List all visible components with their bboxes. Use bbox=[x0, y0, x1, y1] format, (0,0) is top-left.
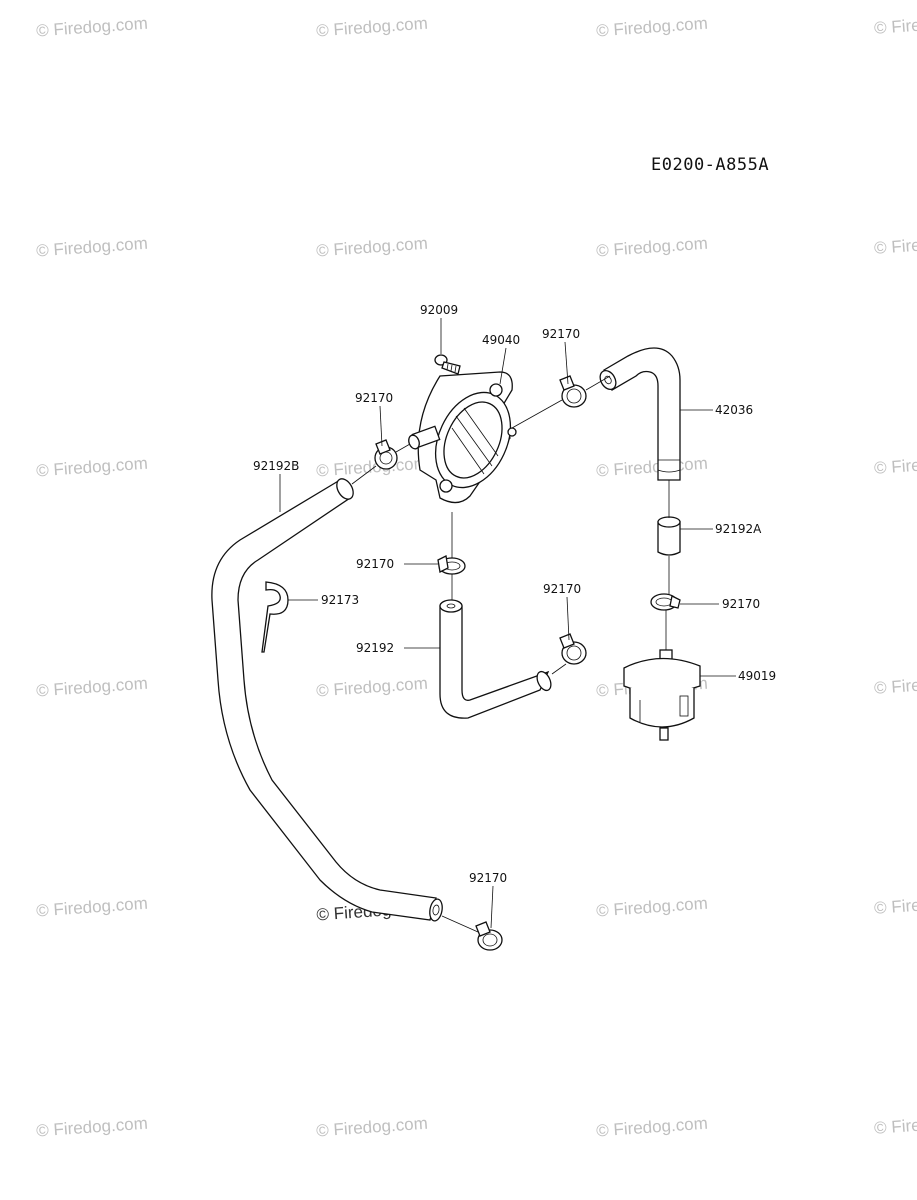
watermark: © Firedog.com bbox=[36, 234, 149, 261]
watermark: © Firedog.com bbox=[874, 231, 917, 258]
watermark: © Firedog.com bbox=[36, 1114, 149, 1141]
watermark: © Firedog.com bbox=[596, 894, 709, 921]
clamp-92170-center bbox=[559, 633, 587, 665]
watermark: © Firedog.com bbox=[596, 234, 709, 261]
label-42036: 42036 bbox=[715, 403, 753, 417]
watermark: © Firedog.com bbox=[596, 1114, 709, 1141]
label-92170-center: 92170 bbox=[543, 582, 581, 596]
clamp-92170-left bbox=[374, 439, 398, 470]
watermark: © Firedog.com bbox=[874, 891, 917, 918]
watermark: © Firedog.com bbox=[316, 454, 429, 481]
clip-92173 bbox=[261, 581, 289, 653]
watermark: © Firedog.com bbox=[36, 674, 149, 701]
watermark: © Firedog.com bbox=[36, 14, 149, 41]
hose-92192B bbox=[211, 478, 443, 922]
label-92170-mid: 92170 bbox=[356, 557, 394, 571]
fuel-pump-49040 bbox=[408, 371, 517, 504]
label-92192A: 92192A bbox=[715, 522, 762, 536]
watermark: © Firedog.com bbox=[316, 674, 429, 701]
label-49019: 49019 bbox=[738, 669, 776, 683]
watermark: © Firedog.com bbox=[596, 454, 709, 481]
watermark-grid: © Firedog.com © Firedog.com © Firedog.co… bbox=[36, 11, 917, 1140]
hose-42036 bbox=[599, 347, 681, 481]
watermark: © Firedog.com bbox=[874, 11, 917, 38]
bolt-92009 bbox=[434, 354, 461, 375]
diagram-code: E0200-A855A bbox=[651, 155, 769, 175]
label-92170-left: 92170 bbox=[355, 391, 393, 405]
watermark: © Firedog.com bbox=[874, 451, 917, 478]
label-92170-bottom: 92170 bbox=[469, 871, 507, 885]
label-92170-top: 92170 bbox=[542, 327, 580, 341]
part-labels: 92009 49040 92170 42036 92170 92192B 921… bbox=[253, 303, 776, 885]
watermark: © Firedog.com bbox=[36, 454, 149, 481]
label-92192B: 92192B bbox=[253, 459, 299, 473]
watermark: © Firedog.com bbox=[874, 1111, 917, 1138]
watermark: © Firedog.com bbox=[874, 671, 917, 698]
clamp-92170-mid bbox=[437, 555, 466, 575]
clamp-92170-right bbox=[650, 593, 681, 611]
watermark: © Firedog.com bbox=[316, 1114, 429, 1141]
label-92170-right: 92170 bbox=[722, 597, 760, 611]
hose-92192 bbox=[439, 599, 552, 719]
clamp-92170-top bbox=[559, 375, 587, 408]
clamp-92170-bottom bbox=[475, 921, 503, 951]
label-92192: 92192 bbox=[356, 641, 394, 655]
label-92173: 92173 bbox=[321, 593, 359, 607]
watermark: © Firedog.com bbox=[596, 14, 709, 41]
watermark: © Firedog.com bbox=[36, 894, 149, 921]
connection-lines bbox=[351, 375, 670, 933]
fuel-filter-49019 bbox=[623, 649, 701, 741]
watermark: © Firedog.com bbox=[316, 234, 429, 261]
leader-lines bbox=[279, 318, 736, 929]
hose-92192A bbox=[657, 516, 681, 556]
label-49040: 49040 bbox=[482, 333, 520, 347]
watermark: © Firedog.com bbox=[316, 14, 429, 41]
label-92009: 92009 bbox=[420, 303, 458, 317]
